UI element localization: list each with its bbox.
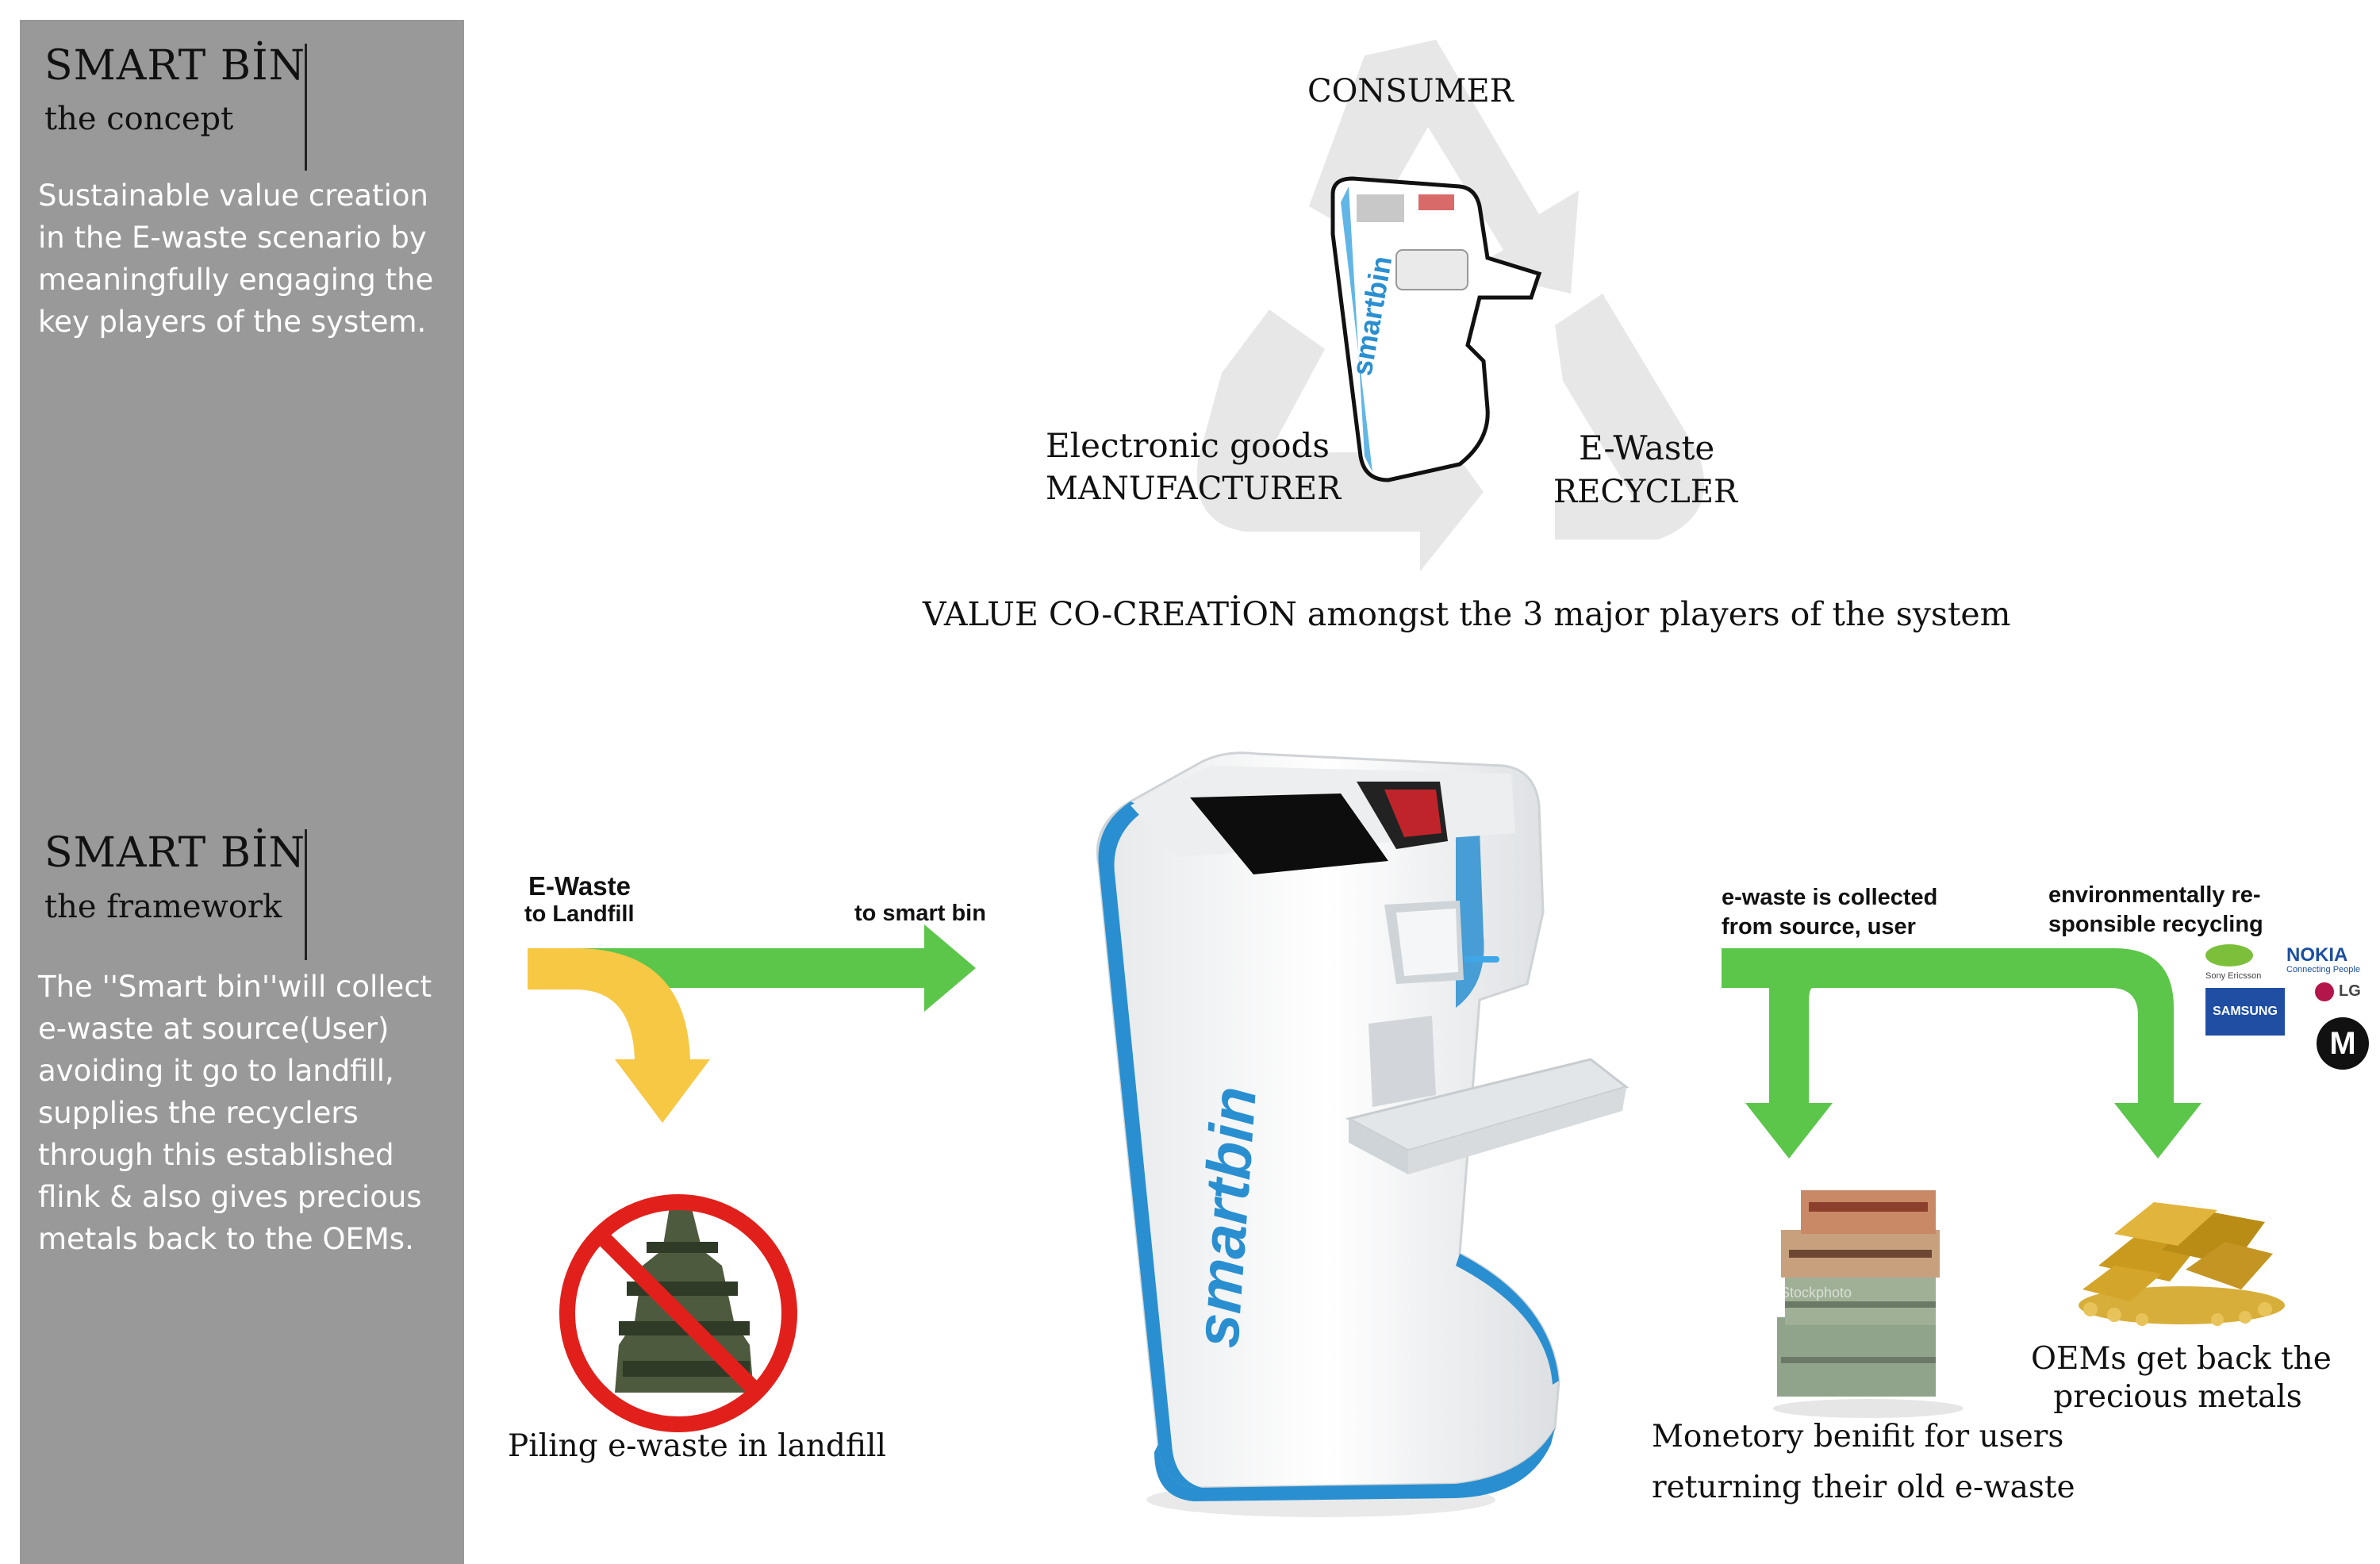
recycler-flow-arrows (1722, 948, 2202, 1159)
ewaste-title-label: E-Waste (528, 871, 631, 901)
cycle-manufacturer-line1: Electronic goods (1046, 426, 1330, 465)
framework-title: SMART BİN (44, 829, 306, 877)
recycling-line2: sponsible recycling (2048, 912, 2263, 937)
yellow-arrow-to-landfill-icon (528, 948, 710, 1123)
money-stack-image: iStockphoto (1773, 1190, 1964, 1418)
lg-label: LG (2339, 982, 2361, 1000)
concept-body: Sustainable value creation in the E-wast… (38, 179, 434, 339)
to-landfill-label: to Landfill (524, 901, 635, 927)
smart-bin-small-icon: smartbin (1330, 176, 1542, 482)
recycle-symbol-icon (1196, 40, 1705, 571)
nokia-tagline: Connecting People (2286, 965, 2360, 974)
oem-line2: precious metals (2053, 1379, 2302, 1415)
motorola-logo: M (2317, 1017, 2369, 1070)
collected-line1: e-waste is collected (1722, 885, 1938, 910)
cycle-recycler-line2: RECYCLER (1553, 474, 1738, 510)
monetary-line1: Monetory benifit for users (1652, 1419, 2064, 1454)
green-arrows-to-users-and-oems-icon (1722, 948, 2202, 1159)
cycle-caption: VALUE CO-CREATİON amongst the 3 major pl… (923, 595, 2011, 633)
landfill-caption: Piling e-waste in landfill (508, 1428, 886, 1464)
sidebar: SMART BİN the concept Sustainable value … (20, 20, 464, 1564)
cycle-consumer-label: CONSUMER (1307, 73, 1514, 110)
stock-watermark: iStockphoto (1777, 1285, 1852, 1301)
to-smart-bin-label: to smart bin (854, 901, 986, 926)
framework-subtitle: the framework (44, 889, 282, 925)
collected-line2: from source, user (1722, 914, 1916, 940)
brand-logos: Sony Ericsson SAMSUNG NOKIA Connecting P… (2205, 944, 2380, 1071)
recycling-line1: environmentally re- (2048, 882, 2261, 908)
oem-line1: OEMs get back the (2031, 1341, 2332, 1377)
landfill-flow-arrows (528, 924, 976, 1123)
concept-divider (305, 44, 307, 171)
smart-bin-kiosk-image: smartbin (1096, 751, 1630, 1517)
gold-bars-image (2079, 1202, 2285, 1326)
framework-divider (305, 829, 307, 960)
cycle-recycler-line1: E-Waste (1579, 428, 1715, 467)
samsung-logo: SAMSUNG (2205, 988, 2285, 1036)
lg-logo-icon (2315, 982, 2334, 1001)
cycle-manufacturer-line2: MANUFACTURER (1046, 471, 1342, 507)
sony-ericsson-logo-icon (2205, 944, 2253, 966)
sony-ericsson-label: Sony Ericsson (2205, 971, 2262, 981)
prohibited-landfill-icon (559, 1194, 797, 1432)
nokia-logo: NOKIA (2286, 944, 2348, 966)
concept-subtitle: the concept (44, 101, 234, 137)
concept-title: SMART BİN (44, 42, 306, 90)
framework-body: The ''Smart bin''will collect e-waste at… (38, 970, 432, 1256)
green-arrow-to-smart-bin-icon (528, 924, 976, 1012)
monetary-line2: returning their old e-waste (1652, 1470, 2075, 1505)
